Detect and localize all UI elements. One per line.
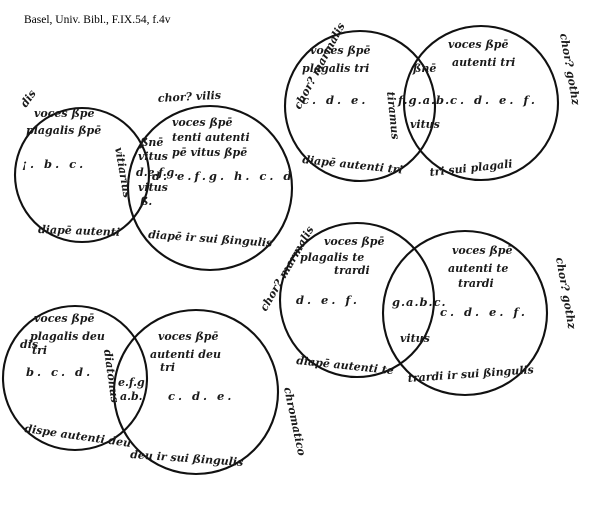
diagram-2-left-line2: plagalis tri bbox=[302, 62, 369, 75]
manuscript-caption: Basel, Univ. Bibl., F.IX.54, f.4v bbox=[24, 14, 171, 26]
diagram-2: chor? marmalis tiramus chor? gothz voces… bbox=[283, 21, 583, 183]
diagram-1-top-label: chor? vilis bbox=[157, 89, 221, 105]
diagram-4-right-line1: voces ßpē bbox=[158, 330, 219, 343]
diagram-4-right-bottom: deu ir sui ßingulis bbox=[130, 448, 244, 469]
diagram-2-right-bottom: tri sui plagali bbox=[429, 157, 513, 179]
diagram-4-right-notes: c. d. e. bbox=[168, 389, 234, 403]
diagram-4-left-line1: voces ßpē bbox=[34, 312, 95, 325]
diagram-4-left-notes: b. c. d. bbox=[26, 365, 93, 379]
diagram-3-right-line1: voces ßpē bbox=[452, 244, 513, 257]
diagram-4-right-side: chromatico bbox=[281, 386, 308, 457]
diagram-4-right-line3: tri bbox=[160, 361, 175, 374]
diagram-1-right-circle bbox=[126, 104, 294, 272]
diagram-3-left-line2: plagalis te bbox=[300, 251, 364, 264]
diagram-2-overlap-2: f.g.a.b. bbox=[397, 93, 450, 107]
diagram-2-right-side: chor? gothz bbox=[557, 32, 583, 106]
diagram-4-left-line3: tri bbox=[32, 344, 47, 357]
diagram-1-overlap-4: vitus bbox=[138, 181, 168, 194]
diagram-2-overlap-3: vitus bbox=[410, 118, 440, 131]
diagram-1-right-line3: pē vitus ßpē bbox=[172, 146, 247, 159]
diagram-3-right-notes: c. d. e. f. bbox=[440, 305, 528, 319]
diagram-1-right-line2: tenti autenti bbox=[172, 131, 250, 144]
diagram-1-left-line1: voces ßpē bbox=[34, 107, 95, 120]
diagram-4-right-line2: autenti deu bbox=[150, 348, 221, 361]
diagram-3-left-bottom: diapē autenti te bbox=[296, 354, 395, 377]
diagram-3-left-circle bbox=[278, 221, 436, 379]
diagram-2-overlap-1: ßnē bbox=[412, 62, 436, 75]
diagram-3-left-line1: voces ßpē bbox=[324, 235, 385, 248]
diagram-4-overlap-1: e.f.g. bbox=[118, 376, 149, 389]
diagram-4-left-circle bbox=[1, 304, 149, 452]
diagram-2-right-line2: autenti tri bbox=[452, 56, 515, 69]
diagram-3-right-side: chor? gothz bbox=[553, 256, 579, 330]
diagram-1-left-notes: ¡. b. c. bbox=[22, 157, 86, 171]
diagram-3-overlap-2: vitus bbox=[400, 332, 430, 345]
diagram-4-right-circle bbox=[112, 308, 280, 476]
diagram-4-overlap-2: a.b. bbox=[120, 390, 143, 403]
diagram-4-left-outer: dis bbox=[20, 338, 38, 351]
diagram-3-left-line3: trardi bbox=[334, 264, 370, 277]
diagram-3: chor? marmalis chor? gothz voces ßpē pla… bbox=[257, 221, 579, 397]
diagram-4: dis diatonus chromatico voces ßpē plagal… bbox=[1, 304, 308, 476]
diagram-2-right-notes: c. d. e. f. bbox=[450, 93, 538, 107]
diagram-1-left-circle bbox=[13, 106, 151, 244]
diagram-2-left-bottom: diapē autenti tri bbox=[302, 153, 404, 176]
diagram-1-overlap-2: vitus bbox=[138, 150, 168, 163]
diagram-2-left-circle bbox=[283, 29, 437, 183]
diagram-1-right-line1: voces ßpē bbox=[172, 116, 233, 129]
diagram-1-right-notes: d. e.f.g. h. c. d bbox=[152, 169, 294, 183]
diagram-3-overlap-1: g.a.b.c. bbox=[392, 295, 447, 309]
diagram-1-right-bottom: diapē ir sui ßingulis bbox=[148, 228, 273, 250]
diagram-2-right-line1: voces ßpē bbox=[448, 38, 509, 51]
diagram-3-left-notes: d. e. f. bbox=[296, 293, 360, 307]
diagram-1-overlap-5: ß. bbox=[139, 195, 152, 208]
diagram-1: chor? vilis dis voces ßpē plagalis ßpē ¡… bbox=[13, 87, 294, 272]
diagram-1-left-bottom: diapē autenti bbox=[38, 223, 120, 239]
diagram-2-left-side: tiramus bbox=[384, 91, 402, 140]
diagram-2-left-notes: c. d. e. bbox=[302, 93, 368, 107]
diagram-2-right-circle bbox=[402, 24, 560, 182]
diagram-3-right-circle bbox=[381, 229, 549, 397]
diagram-3-right-bottom: trardi ir sui ßingulis bbox=[407, 363, 534, 385]
diagram-1-overlap-1: ßnē bbox=[139, 136, 163, 149]
diagram-4-left-bottom: dispe autenti deu bbox=[24, 422, 132, 450]
diagram-3-right-line3: trardi bbox=[458, 277, 494, 290]
diagram-3-right-line2: autenti te bbox=[448, 262, 508, 275]
diagram-1-side-label: vitiarius bbox=[112, 146, 134, 199]
diagram-1-overlap-3: d.e.f.g. bbox=[136, 166, 178, 179]
diagram-4-left-line2: plagalis deu bbox=[30, 330, 105, 343]
diagram-2-left-line1: voces ßpē bbox=[310, 44, 371, 57]
diagram-1-left-line2: plagalis ßpē bbox=[26, 124, 101, 137]
